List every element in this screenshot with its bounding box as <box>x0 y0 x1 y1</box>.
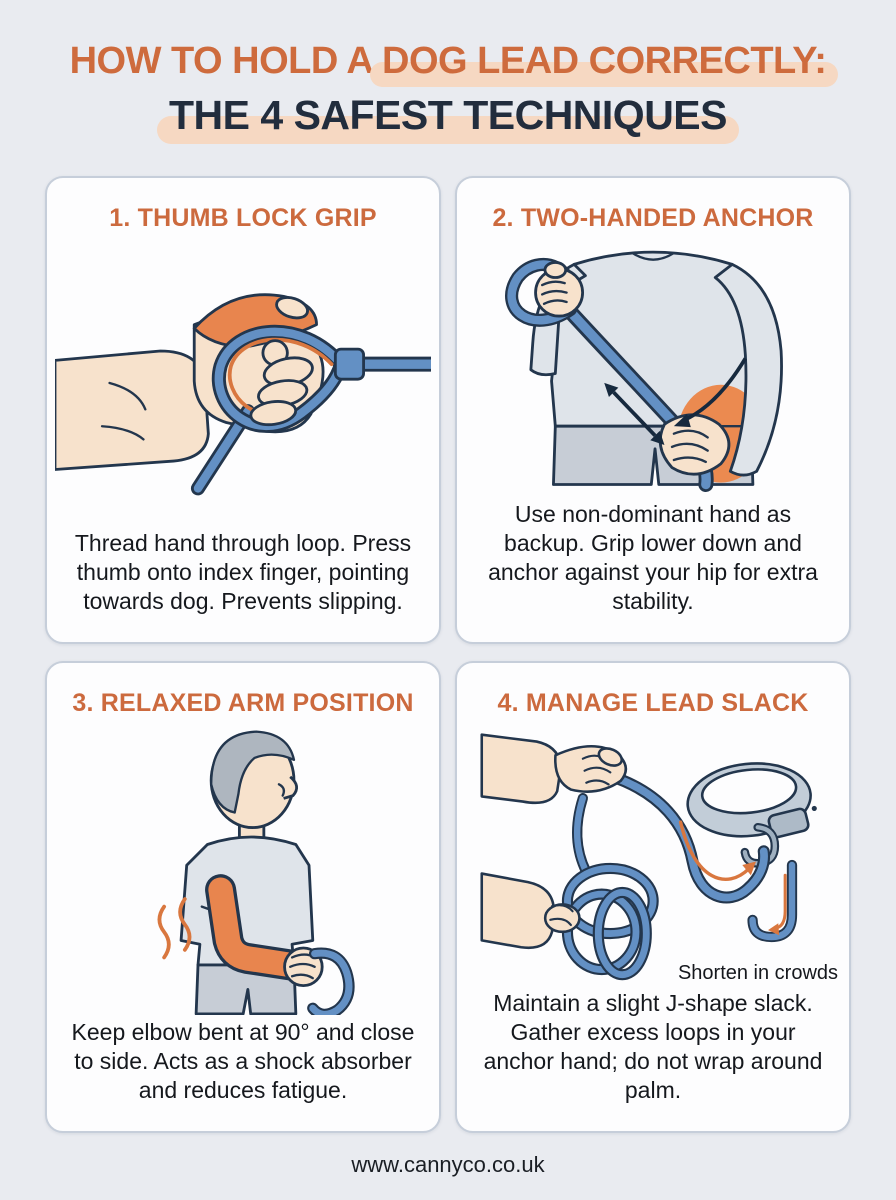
technique-grid: 1. THUMB LOCK GRIP <box>45 176 851 1133</box>
card-3-heading: 3. RELAXED ARM POSITION <box>72 689 414 717</box>
nose <box>283 775 298 800</box>
card-1-heading: 1. THUMB LOCK GRIP <box>109 204 377 232</box>
lead-ferrule <box>333 347 365 381</box>
relaxed-arm-illustration-icon <box>157 730 355 1016</box>
right-arm <box>713 262 783 477</box>
page-title-line1: HOW TO HOLD A DOG LEAD CORRECTLY: <box>0 40 896 88</box>
curved-arrow-icon <box>673 357 747 427</box>
snap-hook <box>740 822 779 868</box>
card-4-description: Maintain a slight J-shape slack. Gather … <box>483 990 823 1104</box>
arm-highlight <box>208 877 303 978</box>
lower-forearm <box>480 871 555 949</box>
title-line1-highlighted: DOG LEAD CORRECTLY: <box>370 40 839 88</box>
dog-collar <box>686 761 817 839</box>
title-line1-prefix: HOW TO HOLD A <box>69 40 373 82</box>
upper-forearm <box>480 733 562 804</box>
poster-header: HOW TO HOLD A DOG LEAD CORRECTLY: THE 4 … <box>0 40 896 144</box>
website-url: www.cannyco.co.uk <box>351 1152 545 1177</box>
lower-hand <box>543 902 581 933</box>
lead-coils <box>561 862 659 980</box>
thumbnail <box>275 296 309 320</box>
card-manage-lead-slack: 4. MANAGE LEAD SLACK <box>455 661 851 1133</box>
card-relaxed-arm-position: 3. RELAXED ARM POSITION <box>45 661 441 1133</box>
thumb-lock-grip-illustration-icon <box>54 293 432 496</box>
card-4-illustration-area: Shorten in crowds <box>457 718 849 989</box>
card-4-heading: 4. MANAGE LEAD SLACK <box>497 689 809 717</box>
card-2-heading: 2. TWO-HANDED ANCHOR <box>492 204 814 232</box>
hair <box>209 730 295 814</box>
card-two-handed-anchor: 2. TWO-HANDED ANCHOR <box>455 176 851 644</box>
card-2-illustration-area <box>457 233 849 500</box>
manage-lead-slack-illustration-icon <box>480 733 817 980</box>
card-2-description: Use non-dominant hand as backup. Grip lo… <box>488 501 818 615</box>
forearm <box>54 349 210 471</box>
card-1-illustration-area <box>47 233 439 529</box>
shorten-in-crowds-caption: Shorten in crowds <box>677 962 839 985</box>
card-thumb-lock-grip: 1. THUMB LOCK GRIP <box>45 176 441 644</box>
page-title-line2: THE 4 SAFEST TECHNIQUES <box>156 92 740 144</box>
slack-curve-arrow-icon <box>678 820 756 881</box>
vibration-lines-icon <box>157 897 192 960</box>
two-handed-anchor-illustration-icon <box>505 250 783 492</box>
j-shape-icon <box>747 859 797 942</box>
card-3-illustration-area <box>47 718 439 1018</box>
card-3-description: Keep elbow bent at 90° and close to side… <box>71 1019 415 1104</box>
page-title-line2-wrap: THE 4 SAFEST TECHNIQUES <box>0 83 896 144</box>
shorten-arrow-icon <box>767 873 787 935</box>
finger-3 <box>249 400 297 427</box>
card-1-description: Thread hand through loop. Press thumb on… <box>74 530 412 615</box>
